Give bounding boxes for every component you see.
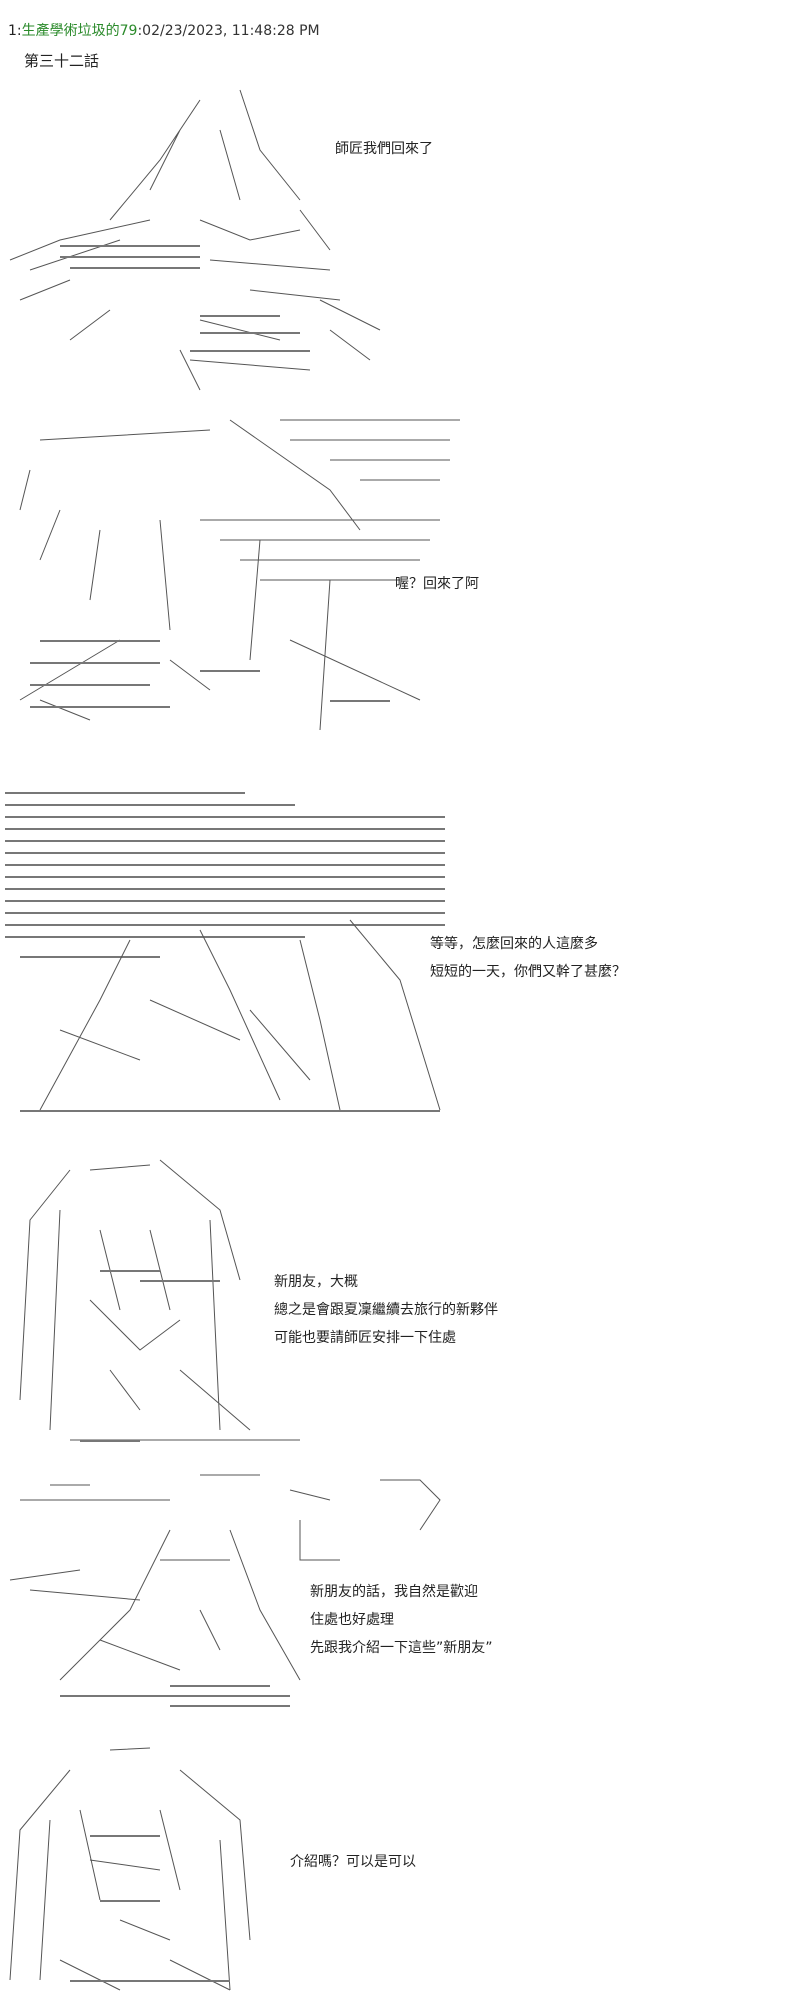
dialog-panel-3: 等等，怎麼回來的人這麼多 短短的一天，你們又幹了甚麼？ (430, 930, 626, 986)
ascii-art-panel-5 (9, 1474, 441, 1707)
panel-6: 介紹嗎？可以是可以 (0, 1740, 800, 2000)
post-header: 1:生產學術垃圾的79:02/23/2023, 11:48:28 PM (8, 20, 320, 40)
dialog-panel-5: 新朋友的話，我自然是歡迎 住處也好處理 先跟我介紹一下這些”新朋友” (310, 1578, 493, 1662)
dialog-line: 新朋友的話，我自然是歡迎 (310, 1584, 478, 1600)
ascii-art-panel-2 (19, 419, 460, 731)
ascii-art-panel-6 (9, 1747, 251, 1991)
ascii-art-panel-4 (19, 1159, 300, 1442)
post-number: 1: (8, 23, 22, 39)
dialog-line: 師匠我們回來了 (335, 141, 433, 157)
chapter-title: 第三十二話 (24, 52, 100, 70)
panel-2: 喔？回來了阿 (0, 400, 800, 740)
dialog-line: 住處也好處理 (310, 1612, 394, 1628)
panel-5: 新朋友的話，我自然是歡迎 住處也好處理 先跟我介紹一下這些”新朋友” (0, 1470, 800, 1720)
dialog-panel-2: 喔？回來了阿 (395, 570, 479, 598)
dialog-line: 新朋友，大概 (274, 1274, 358, 1290)
dialog-line: 介紹嗎？可以是可以 (290, 1854, 416, 1870)
panel-3: 等等，怎麼回來的人這麼多 短短的一天，你們又幹了甚麼？ (0, 780, 800, 1130)
dialog-line: 等等，怎麼回來的人這麼多 (430, 936, 598, 952)
panel-1: 師匠我們回來了 (0, 70, 800, 391)
dialog-panel-6: 介紹嗎？可以是可以 (290, 1848, 416, 1876)
dialog-panel-1: 師匠我們回來了 (335, 135, 433, 163)
post-timestamp: :02/23/2023, 11:48:28 PM (137, 23, 320, 39)
dialog-panel-4: 新朋友，大概 總之是會跟夏凜繼續去旅行的新夥伴 可能也要請師匠安排一下住處 (274, 1268, 498, 1352)
dialog-line: 喔？回來了阿 (395, 576, 479, 592)
ascii-art-panel-3 (5, 792, 445, 1112)
ascii-art-panel-1 (9, 89, 381, 391)
dialog-line: 先跟我介紹一下這些”新朋友” (310, 1640, 493, 1656)
dialog-line: 總之是會跟夏凜繼續去旅行的新夥伴 (274, 1302, 498, 1318)
panel-4: 新朋友，大概 總之是會跟夏凜繼續去旅行的新夥伴 可能也要請師匠安排一下住處 (0, 1150, 800, 1450)
poster-name-link[interactable]: 生產學術垃圾的79 (21, 23, 138, 39)
dialog-line: 可能也要請師匠安排一下住處 (274, 1330, 456, 1346)
dialog-line: 短短的一天，你們又幹了甚麼？ (430, 964, 626, 980)
